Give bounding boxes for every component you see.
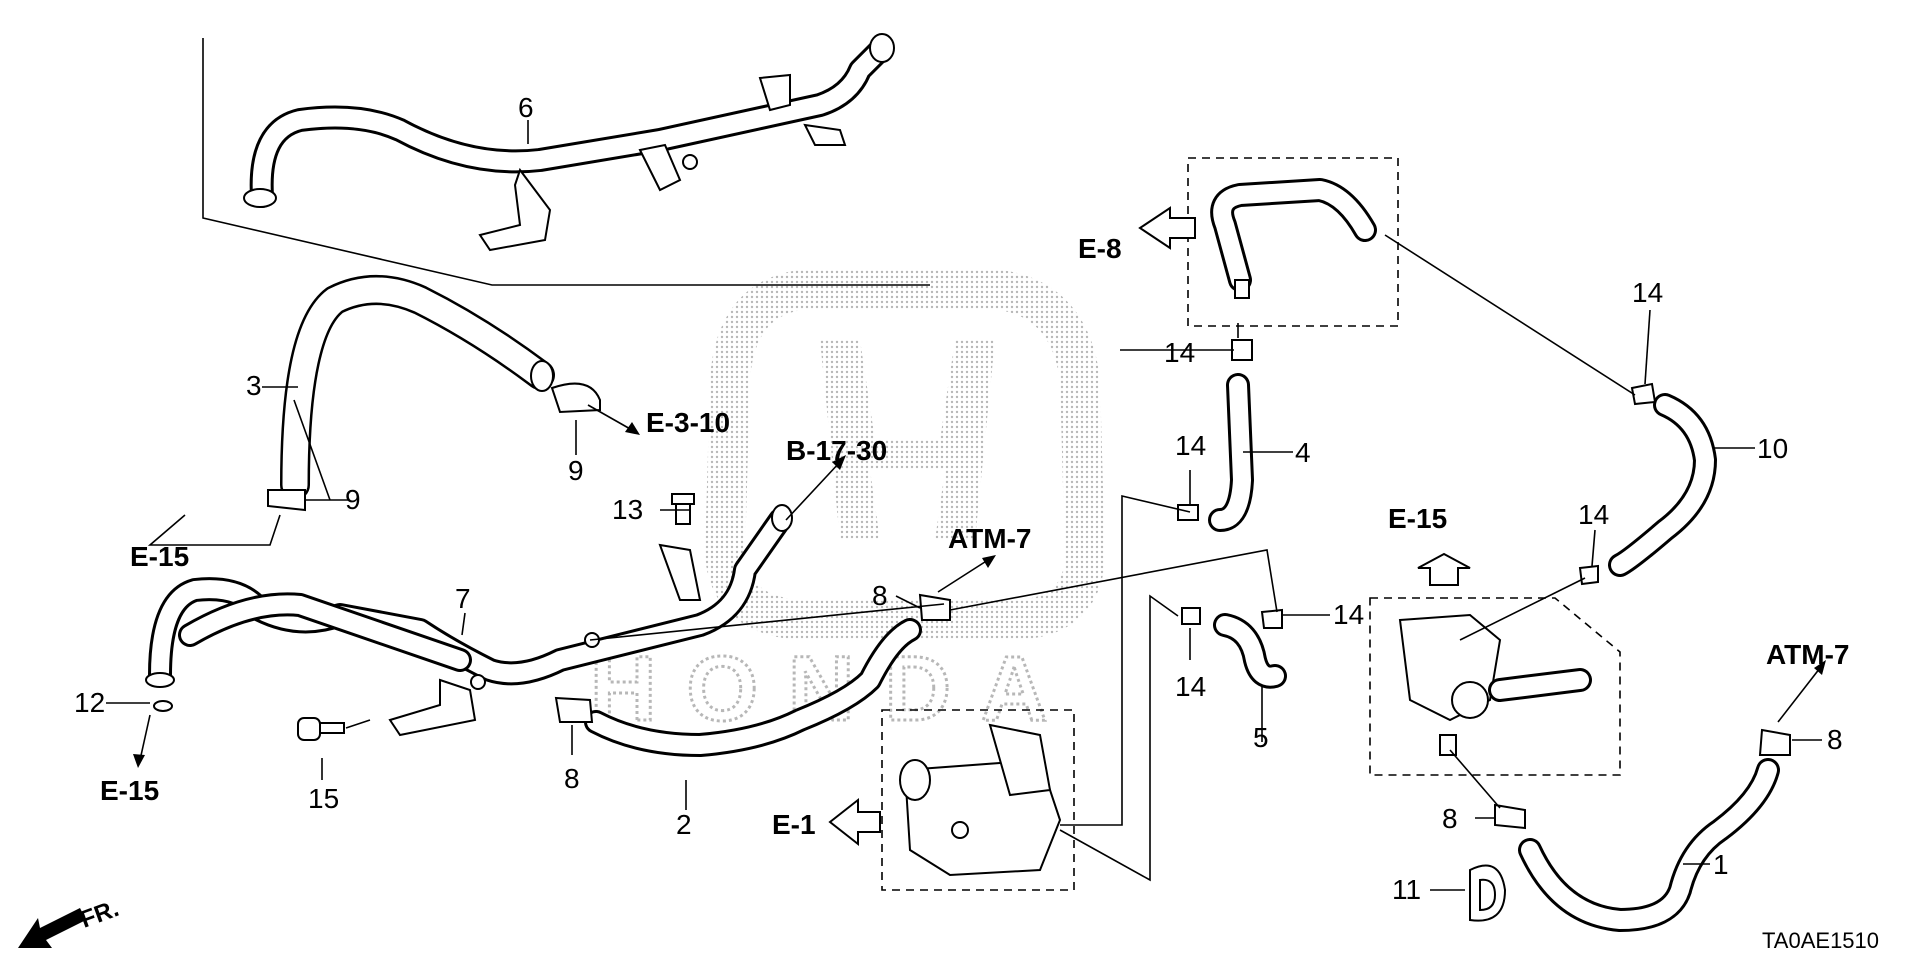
- label-part-6: 6: [518, 92, 534, 123]
- label-part-15: 15: [308, 783, 339, 814]
- label-part-1: 1: [1713, 849, 1729, 880]
- arrow-atm7-center: [937, 555, 996, 593]
- part-12-washer: [153, 700, 173, 712]
- label-part-14-p5a: 14: [1175, 671, 1206, 702]
- part-10-hose: [1608, 393, 1717, 577]
- inset-frame-part-6: [202, 38, 930, 286]
- ref-e1: E-1: [772, 809, 816, 840]
- valve-assembly-box: [881, 709, 1075, 891]
- label-part-2: 2: [676, 809, 692, 840]
- label-part-14-p5b: 14: [1333, 599, 1364, 630]
- clamp-8-center: [918, 593, 951, 621]
- reference-arrows: [18, 206, 1826, 948]
- part-1-hose: [1518, 758, 1780, 932]
- front-label: FR.: [77, 895, 123, 934]
- honda-watermark: HONDA: [589, 270, 1106, 742]
- arrow-b17-30: [785, 455, 846, 521]
- part-3-hose: [280, 275, 555, 500]
- ref-e15-right: E-15: [1388, 503, 1447, 534]
- label-part-8-right: 8: [1827, 724, 1843, 755]
- part-number-labels: 6 3 9 9 13 7 12 15 8 2 8 14 4 14 14 14 5…: [74, 92, 1843, 905]
- front-arrow: [18, 908, 86, 948]
- part-13-bolt: [671, 493, 695, 525]
- arrow-atm7-right: [1777, 660, 1826, 723]
- part-4-hose: [1208, 373, 1254, 532]
- label-part-9-upper: 9: [568, 455, 584, 486]
- clamp-8-right: [1758, 728, 1791, 756]
- label-part-8-center: 8: [872, 580, 888, 611]
- label-part-9-lower: 9: [345, 484, 361, 515]
- ref-atm7-center: ATM-7: [948, 523, 1031, 554]
- label-part-12: 12: [74, 687, 105, 718]
- arrow-e8: [1138, 206, 1196, 250]
- diagram-code: TA0AE1510: [1762, 928, 1879, 953]
- label-part-11: 11: [1392, 874, 1421, 905]
- arrow-e1: [828, 797, 881, 847]
- ref-e15-left-lower: E-15: [100, 775, 159, 806]
- part-11-grommet: [1469, 864, 1507, 922]
- watermark-text: HONDA: [590, 638, 1077, 740]
- clamp-9-lower: [267, 489, 306, 512]
- label-part-7: 7: [455, 583, 471, 614]
- label-part-10: 10: [1757, 433, 1788, 464]
- clamp-14-p10-top: [1630, 382, 1657, 406]
- label-part-14-p10-bottom: 14: [1578, 499, 1609, 530]
- arrow-e15-lower: [133, 714, 151, 768]
- part-7-water-pipe: [145, 504, 793, 737]
- clamp-14-p4: [1177, 504, 1199, 521]
- ref-atm7-right: ATM-7: [1766, 639, 1849, 670]
- ref-e15-left-upper: E-15: [130, 541, 189, 572]
- clamp-14-top: [1231, 339, 1253, 361]
- clamp-14-p5a: [1181, 607, 1201, 625]
- part-2-hose: [584, 618, 922, 757]
- clamp-8-left: [554, 696, 594, 723]
- label-part-14-p10-top: 14: [1632, 277, 1663, 308]
- label-part-8-left: 8: [564, 763, 580, 794]
- label-part-13: 13: [612, 494, 643, 525]
- label-part-3: 3: [246, 370, 262, 401]
- reference-labels: E-8 E-3-10 B-17-30 ATM-7 ATM-7 E-15 E-15…: [100, 233, 1849, 840]
- arrow-e15-right: [1417, 552, 1471, 586]
- hose-clamps: [267, 339, 1791, 830]
- label-part-8-lower: 8: [1442, 803, 1458, 834]
- part-15-bolt: [297, 717, 345, 741]
- label-part-5: 5: [1253, 722, 1269, 753]
- clamp-14-p5b: [1260, 608, 1283, 629]
- clamp-9-upper: [550, 382, 601, 414]
- ref-e3-10: E-3-10: [646, 407, 730, 438]
- part-5-hose: [1213, 613, 1287, 689]
- label-part-14-top: 14: [1164, 337, 1195, 368]
- e8-assembly-box: [1187, 157, 1399, 327]
- clamp-8-lower: [1494, 803, 1526, 830]
- thermostat-housing-box: [1369, 597, 1621, 776]
- ref-e8: E-8: [1078, 233, 1122, 264]
- label-part-14-p4: 14: [1175, 430, 1206, 461]
- arrow-e3-10: [587, 404, 640, 435]
- leader-lines: [106, 120, 1822, 891]
- ref-b17-30: B-17-30: [786, 435, 887, 466]
- label-part-4: 4: [1295, 437, 1311, 468]
- clamp-14-p10-bottom: [1578, 564, 1599, 586]
- part-6-water-pipe: [243, 33, 895, 252]
